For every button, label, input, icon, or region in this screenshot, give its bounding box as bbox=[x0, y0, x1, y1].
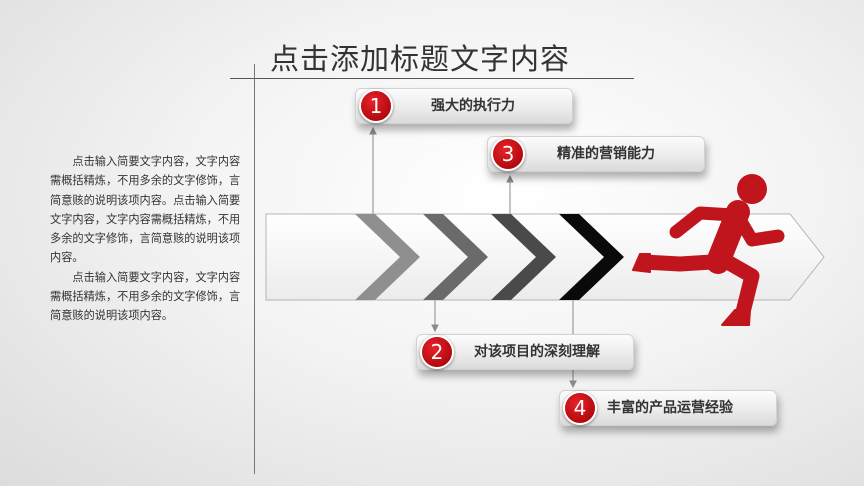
description-paragraph-2: 点击输入简要文字内容，文字内容需概括精炼，不用多余的文字修饰，言简意赅的说明该项… bbox=[50, 270, 241, 323]
title-underline bbox=[230, 78, 634, 79]
chevron-right-icon bbox=[355, 214, 624, 300]
item-card-3[interactable]: 3 精准的营销能力 bbox=[487, 136, 705, 172]
item-number-badge-1: 1 bbox=[359, 89, 393, 123]
running-person-icon bbox=[632, 174, 785, 326]
item-card-4[interactable]: 4 丰富的产品运营经验 bbox=[559, 390, 777, 426]
item-card-2[interactable]: 2 对该项目的深刻理解 bbox=[416, 334, 634, 370]
item-label-1: 强大的执行力 bbox=[431, 98, 515, 114]
item-label-3: 精准的营销能力 bbox=[557, 146, 655, 162]
item-label-4: 丰富的产品运营经验 bbox=[607, 400, 733, 416]
description-paragraph-1: 点击输入简要文字内容，文字内容需概括精炼，不用多余的文字修饰，言简意赅的说明该项… bbox=[50, 155, 241, 265]
item-number-badge-2: 2 bbox=[420, 335, 454, 369]
slide-title: 点击添加标题文字内容 bbox=[270, 42, 571, 76]
item-number-badge-3: 3 bbox=[491, 137, 525, 171]
description-text: 点击输入简要文字内容，文字内容需概括精炼，不用多余的文字修饰，言简意赅的说明该项… bbox=[50, 152, 246, 326]
vertical-divider bbox=[254, 64, 255, 474]
item-number-badge-4: 4 bbox=[563, 391, 597, 425]
item-card-1[interactable]: 1 强大的执行力 bbox=[355, 88, 573, 124]
item-label-2: 对该项目的深刻理解 bbox=[474, 344, 600, 360]
